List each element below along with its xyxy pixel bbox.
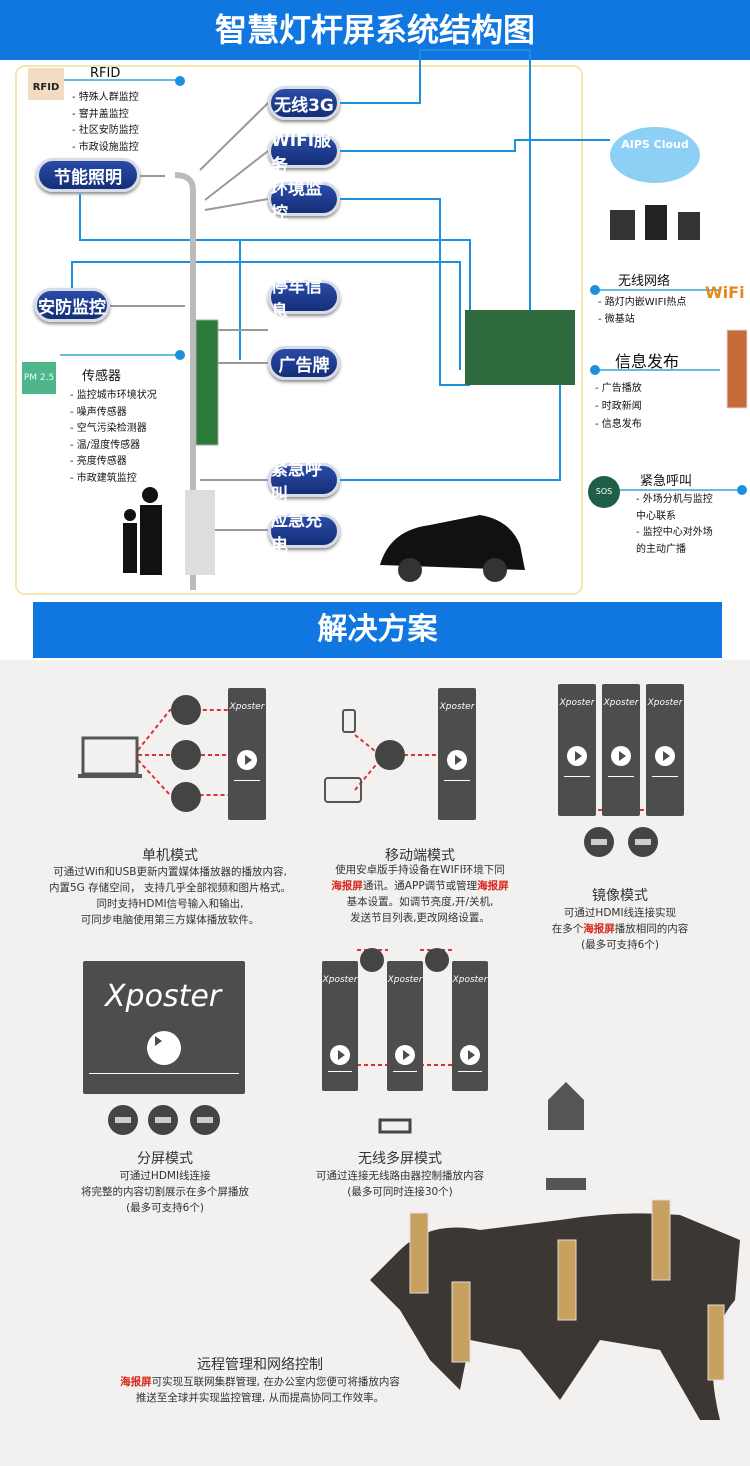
sensor-title: 传感器 <box>82 369 122 384</box>
pill-security: 安防监控 <box>34 288 110 322</box>
call-dot <box>737 485 747 495</box>
mirror-screen-1: Xposter <box>558 684 596 816</box>
rfid-items: - 特殊人群监控- 窨井盖监控- 社区安防监控- 市政设施监控 <box>72 92 139 153</box>
rfid-title: RFID <box>90 66 121 81</box>
network-items: - 路灯内嵌WIFI热点- 微基站 <box>598 297 687 325</box>
wireless-screen-3: Xposter <box>452 961 488 1091</box>
hdmi-icon <box>108 1105 138 1135</box>
pill-3g: 无线3G <box>268 86 340 120</box>
call-title: 紧急呼叫 <box>640 474 693 489</box>
pill-emergency: 紧急呼叫 <box>268 460 340 505</box>
standalone-screen: Xposter <box>228 688 266 820</box>
network-dot <box>590 285 600 295</box>
call-items: - 外场分机与监控 中心联系- 监控中心对外场 的主动广播 <box>636 494 713 555</box>
standalone-title: 单机模式 <box>142 848 198 864</box>
hdmi-icon <box>148 1105 178 1135</box>
split-title: 分屏模式 <box>137 1151 193 1167</box>
pm25-logo: PM 2.5 <box>22 362 56 394</box>
rfid-logo: RFID <box>28 68 64 100</box>
hdmi-icon <box>628 827 658 857</box>
info-dot <box>590 365 600 375</box>
title-banner: 智慧灯杆屏系统结构图 <box>0 0 750 60</box>
mirror-title: 镜像模式 <box>592 888 648 904</box>
connection-lines <box>60 49 748 590</box>
mirror-screen-2: Xposter <box>602 684 640 816</box>
standalone-desc: 可通过Wifi和USB更新内置媒体播放器的播放内容,内置5G 存储空间， 支持几… <box>49 866 291 926</box>
info-items: - 广告播放- 时政新闻- 信息发布 <box>595 383 642 430</box>
wireless-desc: 可通过连接无线路由器控制播放内容(最多可同时连接30个) <box>316 1170 484 1198</box>
rfid-dot <box>175 76 185 86</box>
mirror-screen-3: Xposter <box>646 684 684 816</box>
sensor-dot <box>175 350 185 360</box>
mode-illustrations <box>78 695 740 1420</box>
cloud-label: AIPS Cloud <box>621 138 689 151</box>
mirror-desc: 可通过HDMI线连接实现在多个海报屏播放相同的内容(最多可支持6个) <box>551 907 689 951</box>
pill-wifi: WIFI服务 <box>268 131 340 176</box>
split-desc: 可通过HDMI线连接将完整的内容切割展示在多个屏播放(最多可支持6个) <box>81 1170 249 1214</box>
remote-title: 远程管理和网络控制 <box>197 1357 323 1373</box>
pill-ad: 广告牌 <box>268 346 340 380</box>
pill-lighting: 节能照明 <box>36 158 140 192</box>
hdmi-icon <box>190 1105 220 1135</box>
pill-env: 环境监控 <box>268 179 340 224</box>
info-title: 信息发布 <box>615 352 680 371</box>
network-title: 无线网络 <box>618 274 671 289</box>
wireless-screen-1: Xposter <box>322 961 358 1091</box>
mobile-desc: 使用安卓版手持设备在WIFI环境下同海报屏通讯。通APP调节或管理海报屏基本设置… <box>331 864 509 924</box>
solutions-banner: 解决方案 <box>33 602 722 658</box>
mobile-title: 移动端模式 <box>385 848 455 864</box>
wireless-title: 无线多屏模式 <box>358 1151 442 1167</box>
split-screen: Xposter <box>83 961 245 1094</box>
remote-desc: 海报屏可实现互联网集群管理, 在办公室内您便可将播放内容推送至全球并实现监控管理… <box>120 1376 400 1404</box>
wireless-screen-2: Xposter <box>387 961 423 1091</box>
mobile-screen: Xposter <box>438 688 476 820</box>
wifi-logo: WiFi <box>705 283 745 302</box>
pill-charging: 应急充电 <box>268 511 340 556</box>
sensor-items: - 监控城市环境状况- 噪声传感器- 空气污染检测器- 温/湿度传感器- 亮度传… <box>70 390 157 484</box>
sos-icon: SOS <box>588 476 620 508</box>
pill-parking: 停车信息 <box>268 277 340 322</box>
hdmi-icon <box>584 827 614 857</box>
